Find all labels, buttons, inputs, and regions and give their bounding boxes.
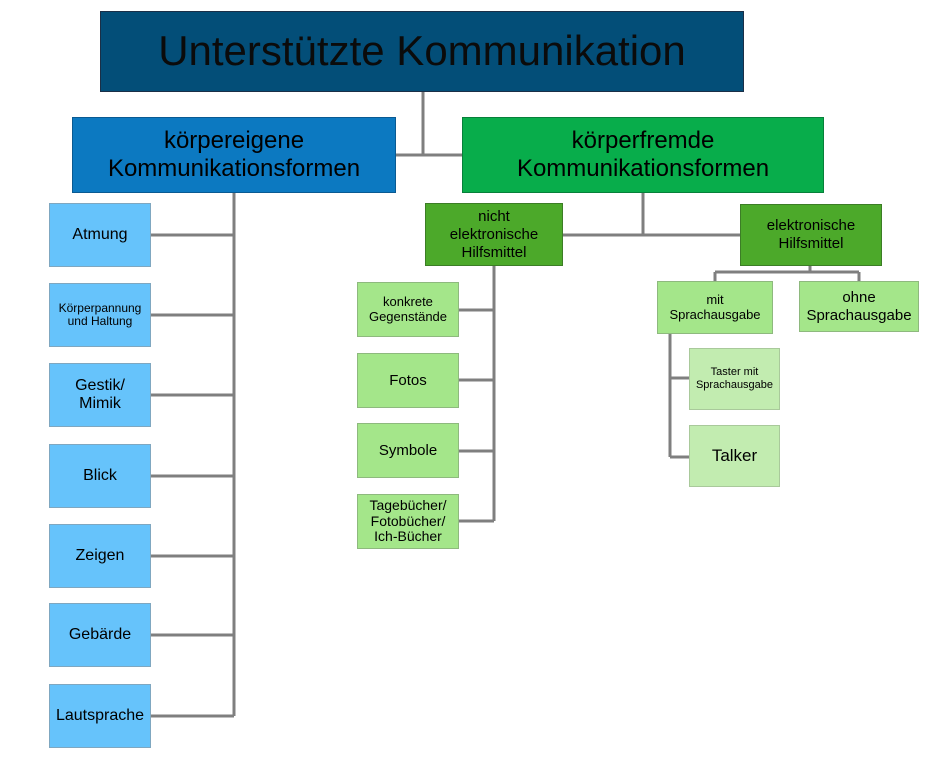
leaf-symbole: Symbole (357, 423, 459, 478)
leaf-label: Gestik/ Mimik (75, 377, 125, 412)
node-label: nicht elektronische Hilfsmittel (449, 207, 539, 261)
node-label: mit Sprachausgabe (669, 291, 761, 322)
leaf-zeigen: Zeigen (49, 524, 151, 588)
leaf-label: Fotos (389, 371, 427, 389)
branch-external: körperfremde Kommunikationsformen (462, 117, 824, 193)
leaf-label: Tagebücher/ Fotobücher/ Ich-Bücher (369, 497, 447, 545)
branch-body-own: körpereigene Kommunikationsformen (72, 117, 396, 193)
root-node: Unterstützte Kommunikation (100, 11, 744, 92)
leaf-taster: Taster mit Sprachausgabe (689, 348, 780, 410)
leaf-gebaerde: Gebärde (49, 603, 151, 667)
node-without-speech: ohne Sprachausgabe (799, 281, 919, 332)
leaf-talker: Talker (689, 425, 780, 487)
leaf-konkrete-gegenstaende: konkrete Gegenstände (357, 282, 459, 337)
leaf-label: Zeigen (75, 547, 125, 565)
leaf-label: Gebärde (68, 626, 132, 644)
leaf-fotos: Fotos (357, 353, 459, 408)
leaf-atmung: Atmung (49, 203, 151, 267)
branch-body-own-label: körpereigene Kommunikationsformen (107, 127, 361, 182)
leaf-label: Blick (83, 467, 117, 485)
node-electronic: elektronische Hilfsmittel (740, 204, 882, 266)
node-non-electronic: nicht elektronische Hilfsmittel (425, 203, 563, 266)
leaf-label: Körperpannung und Haltung (58, 300, 142, 328)
root-title: Unterstützte Kommunikation (158, 27, 686, 75)
leaf-label: Taster mit Sprachausgabe (695, 366, 774, 391)
leaf-tagebuecher: Tagebücher/ Fotobücher/ Ich-Bücher (357, 494, 459, 549)
node-label: ohne Sprachausgabe (806, 289, 912, 324)
leaf-blick: Blick (49, 444, 151, 508)
leaf-label: Atmung (72, 226, 128, 244)
leaf-koerperspannung: Körperpannung und Haltung (49, 283, 151, 347)
branch-external-label: körperfremde Kommunikationsformen (516, 127, 770, 182)
leaf-label: Symbole (378, 441, 438, 459)
leaf-label: konkrete Gegenstände (368, 293, 448, 324)
node-label: elektronische Hilfsmittel (766, 217, 856, 252)
leaf-lautsprache: Lautsprache (49, 684, 151, 748)
leaf-label: Talker (711, 446, 758, 466)
node-with-speech: mit Sprachausgabe (657, 281, 773, 334)
leaf-label: Lautsprache (55, 707, 145, 725)
leaf-gestik-mimik: Gestik/ Mimik (49, 363, 151, 427)
